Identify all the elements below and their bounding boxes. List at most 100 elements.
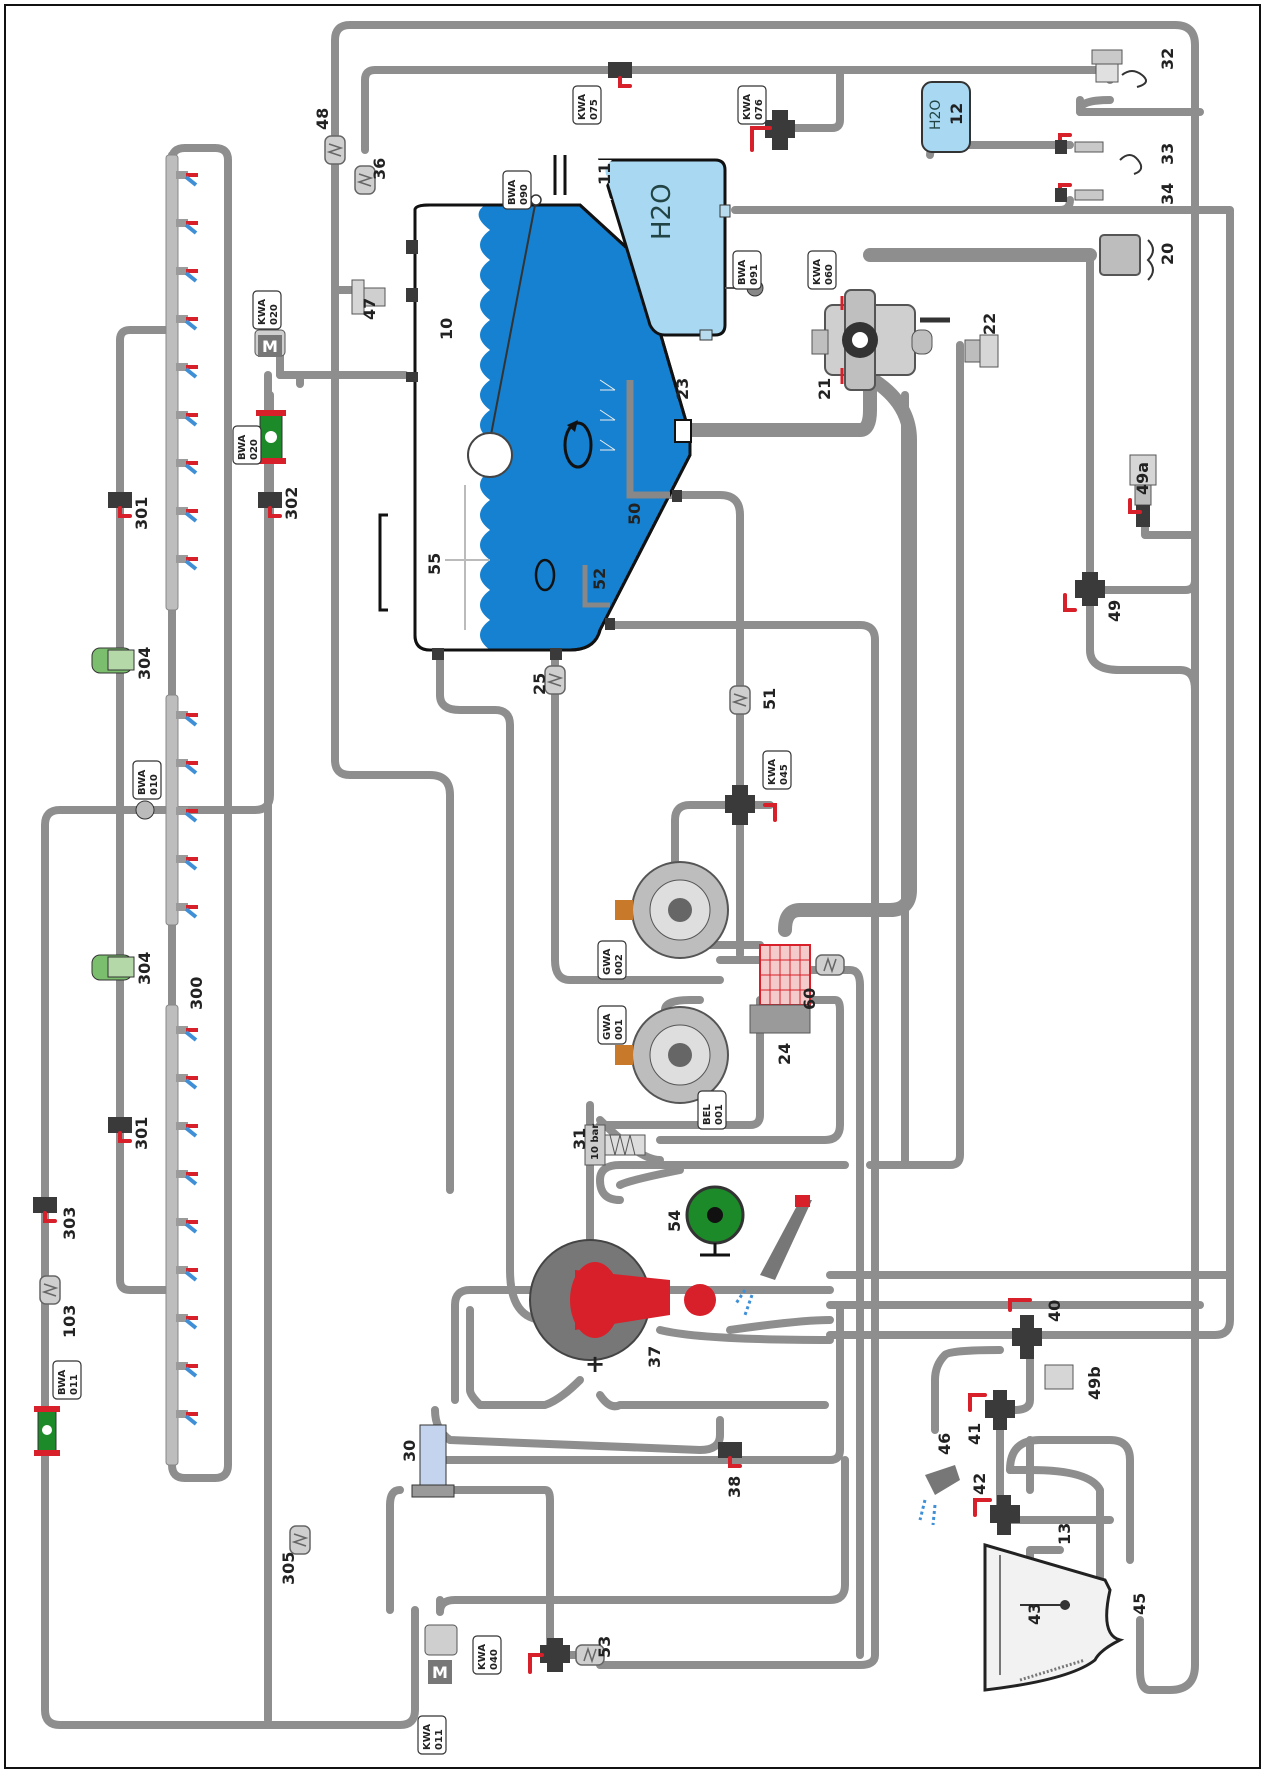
label-301-bottom: 301: [132, 1117, 151, 1150]
connector-49a: [1128, 454, 1157, 527]
label-60: 60: [800, 988, 819, 1010]
tap-301-top: [106, 490, 134, 518]
multi-valve-21: [811, 289, 950, 391]
tag-bwa010-line: BWA: [137, 769, 148, 795]
tag-bwa011-line: BWA: [57, 1369, 68, 1395]
boom-nozzle: [174, 853, 200, 871]
fill-connection-20: [1099, 234, 1154, 281]
label-49: 49: [1105, 600, 1124, 622]
gauge-bwa010: [135, 800, 155, 820]
boom-nozzle: [174, 313, 200, 331]
spray-gun: [733, 1195, 812, 1316]
valve-kwa076: [750, 110, 795, 152]
boom-nozzle: [174, 217, 200, 235]
valve-kwa045: [725, 785, 777, 825]
label-303: 303: [60, 1207, 79, 1240]
label-13: 13: [1055, 1523, 1074, 1545]
tank-clean-label: H2O: [647, 183, 677, 240]
label-42: 42: [970, 1473, 989, 1495]
check-valve-51: [729, 685, 751, 715]
tag-kwa040-line: 040: [489, 1649, 500, 1670]
label-301-top: 301: [132, 497, 151, 530]
tap-kwa075: [606, 60, 634, 88]
boom-nozzle: [174, 409, 200, 427]
pump-gwa001: [615, 1006, 729, 1104]
tag-kwa020-line: 020: [269, 304, 280, 325]
motor-valve-kwa020: [254, 329, 286, 357]
label-30: 30: [400, 1440, 419, 1462]
boom-nozzle: [174, 553, 200, 571]
label-103: 103: [60, 1305, 79, 1338]
check-valve-60: [815, 954, 845, 976]
outlet-33-34: [1055, 133, 1143, 202]
boom-nozzle: [174, 457, 200, 475]
induction-hopper-13: [983, 1543, 1125, 1692]
tag-bwa091-line: BWA: [737, 259, 748, 285]
label-41: 41: [965, 1423, 984, 1445]
spray-boom: [165, 154, 179, 1466]
label-302: 302: [282, 487, 301, 520]
pressure-label: 10 bar: [590, 1124, 601, 1160]
label-52: 52: [590, 568, 609, 590]
clean-water-tank: [553, 155, 764, 341]
tag-bwa090-line: BWA: [507, 179, 518, 205]
valve-cluster-40-41-42: [968, 1298, 1074, 1535]
label-24: 24: [775, 1043, 794, 1065]
motor-valve-kwa011: [424, 1624, 458, 1684]
check-valve-305: [289, 1525, 311, 1555]
main-valve-37: [529, 1239, 716, 1361]
label-48: 48: [313, 108, 332, 130]
tank-clean-number: 11: [595, 163, 614, 185]
pump-gwa002: [615, 861, 729, 959]
label-300: 300: [187, 977, 206, 1010]
boom-nozzle: [174, 1120, 200, 1138]
boom-nozzle: [174, 1168, 200, 1186]
tag-kwa040-line: KWA: [477, 1644, 488, 1670]
tag-kwa075-line: KWA: [577, 94, 588, 120]
tag-kwa076-line: KWA: [742, 94, 753, 120]
boom-nozzle: [174, 265, 200, 283]
hand-wash-tank: [921, 81, 971, 153]
tag-gwa002-line: 002: [614, 954, 625, 975]
label-21: 21: [815, 378, 834, 400]
tap-303: [31, 1195, 59, 1223]
label-37: 37: [645, 1346, 664, 1368]
tag-gwa001-line: GWA: [602, 1013, 613, 1040]
label-54: 54: [665, 1210, 684, 1232]
tank-hand-number: 12: [947, 103, 966, 125]
tag-kwa045-line: 045: [779, 764, 790, 785]
filter-304-bottom: [91, 954, 135, 981]
valve-49: [1063, 572, 1105, 612]
boom-nozzle: [174, 709, 200, 727]
tag-kwa011-line: 011: [434, 1729, 445, 1750]
boom-nozzle: [174, 505, 200, 523]
plus-sign: +: [585, 1350, 605, 1378]
tag-kwa045-line: KWA: [767, 759, 778, 785]
label-49a: 49a: [1133, 462, 1152, 495]
label-43: 43: [1025, 1603, 1044, 1625]
label-22: 22: [980, 313, 999, 335]
component-numbers: 32 33 34 20 21 22 23 50 52 55 25 51 49a …: [60, 48, 1177, 1658]
tag-gwa001-line: 001: [614, 1019, 625, 1040]
connector-22: [964, 334, 999, 368]
tag-bwa011-line: 011: [69, 1374, 80, 1395]
tag-kwa060-line: KWA: [812, 259, 823, 285]
tag-gwa002-line: GWA: [602, 948, 613, 975]
label-46: 46: [935, 1433, 954, 1455]
tag-bwa010-line: 010: [149, 774, 160, 795]
label-47: 47: [360, 298, 379, 320]
label-53: 53: [595, 1636, 614, 1658]
